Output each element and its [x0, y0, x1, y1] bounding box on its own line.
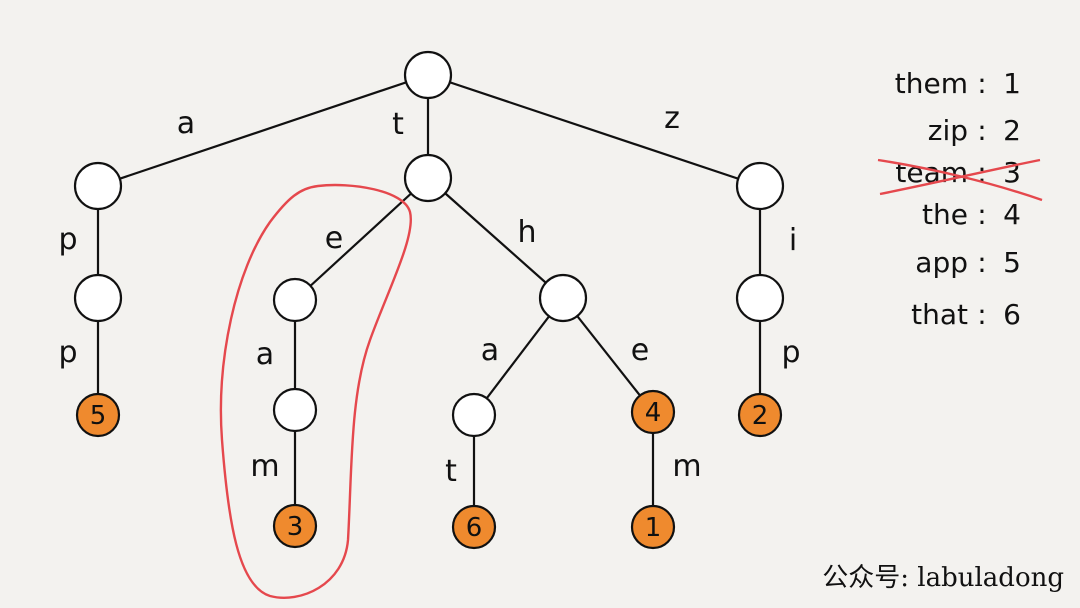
node-the: [630, 389, 676, 435]
edge-label-t-h: h: [517, 215, 536, 250]
legend-sep-that: :: [977, 298, 986, 331]
node-zip: [737, 392, 783, 438]
node-that: [451, 504, 497, 550]
edge-th-e: [562, 297, 654, 413]
value-them: 1: [645, 513, 662, 543]
node-app: [75, 392, 121, 438]
node-values: 5 3 4 6 1 2: [90, 398, 769, 543]
legend-word-that: that: [911, 298, 968, 331]
team-branch-highlight: [219, 183, 413, 599]
edge-label-root-t: t: [392, 107, 404, 142]
value-team: 3: [287, 512, 304, 542]
node-zi: [735, 273, 785, 323]
node-tha: [451, 392, 497, 438]
legend-value-app: 5: [1003, 246, 1021, 279]
legend-sep-the: :: [977, 198, 986, 231]
legend-sep-app: :: [977, 246, 986, 279]
edge-label-root-z: z: [664, 101, 680, 136]
legend-word-zip: zip: [928, 114, 968, 147]
value-app: 5: [90, 401, 107, 431]
edge-label-tea-m: m: [250, 449, 279, 484]
edge-label-te-a: a: [256, 337, 274, 372]
legend-value-them: 1: [1003, 67, 1021, 100]
node-t: [403, 153, 453, 203]
node-z: [735, 161, 785, 211]
edge-label-root-a: a: [177, 106, 195, 141]
edge-label-th-e: e: [631, 333, 649, 368]
edge-th-a: [473, 297, 564, 416]
node-ap: [73, 273, 123, 323]
node-them: [630, 504, 676, 550]
node-a: [73, 161, 123, 211]
edge-label-tha-t: t: [445, 454, 457, 489]
legend-strike-team: [877, 158, 1043, 202]
node-team: [272, 503, 318, 549]
legend-word-them: them: [895, 67, 968, 100]
nodes: [73, 50, 785, 550]
legend-value-zip: 2: [1003, 114, 1021, 147]
edge-label-th-a: a: [481, 333, 499, 368]
edge-t-h: [427, 177, 564, 299]
value-the: 4: [645, 398, 662, 428]
edge-label-a-p: p: [58, 222, 77, 257]
watermark: 公众号: labuladong: [822, 563, 1064, 593]
value-zip: 2: [752, 401, 769, 431]
edge-label-z-i: i: [789, 223, 797, 258]
edge-label-ap-p: p: [58, 335, 77, 370]
edge-label-zi-p: p: [781, 335, 800, 370]
value-that: 6: [466, 513, 483, 543]
legend-word-the: the: [922, 198, 968, 231]
node-root: [403, 50, 453, 100]
edge-label-t-e: e: [325, 221, 343, 256]
node-th: [538, 273, 588, 323]
edge-root-z: [427, 73, 761, 188]
edge-t-e: [294, 177, 429, 301]
legend-word-app: app: [915, 246, 968, 279]
node-tea: [272, 387, 318, 433]
edge-root-a: [97, 73, 429, 188]
edges: [96, 73, 762, 527]
edge-labels: a t z p p e h a m a e t m i p: [58, 101, 800, 489]
legend: them : 1 zip : 2 team : 3 the : 4 app : …: [877, 67, 1043, 331]
edge-label-the-m: m: [672, 449, 701, 484]
node-te: [272, 277, 318, 323]
legend-value-the: 4: [1003, 198, 1021, 231]
legend-value-that: 6: [1003, 298, 1021, 331]
legend-sep-them: :: [977, 67, 986, 100]
legend-sep-zip: :: [977, 114, 986, 147]
legend-value-team: 3: [1003, 156, 1021, 189]
